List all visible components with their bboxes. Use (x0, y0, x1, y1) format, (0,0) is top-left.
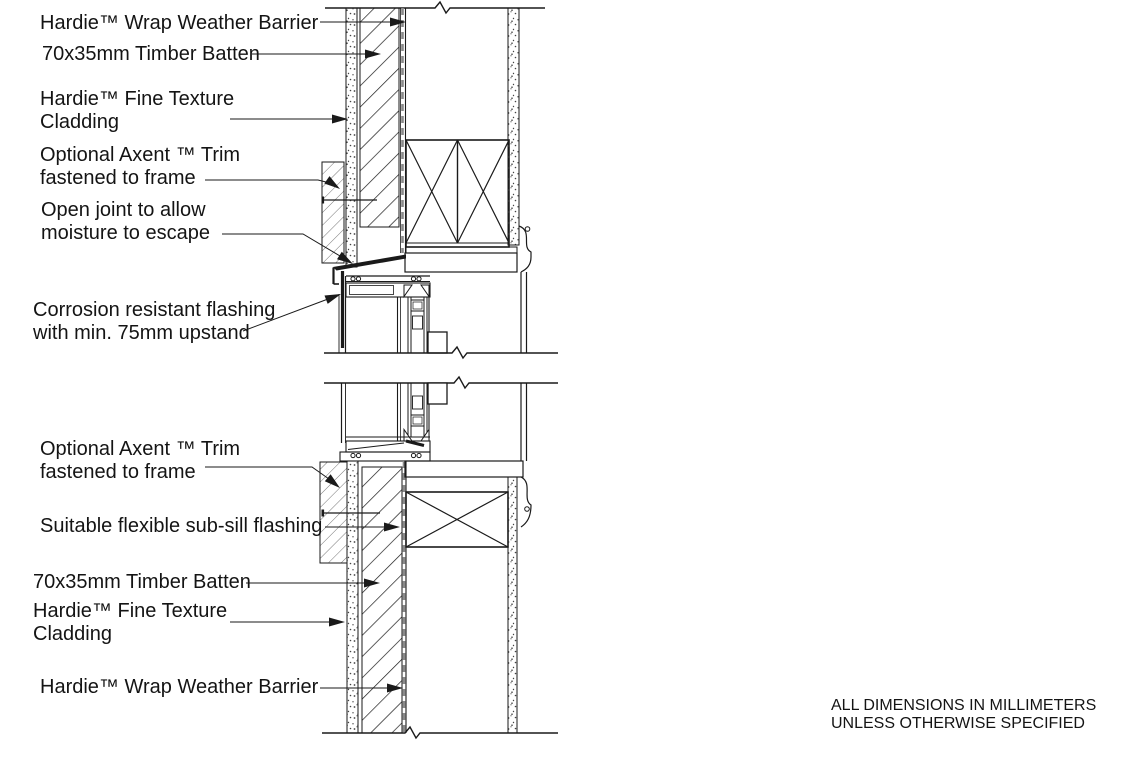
label-axent-trim-bottom: Optional Axent ™ Trim fastened to frame (40, 438, 241, 483)
label-wrap-weather-barrier-bottom: Hardie™ Wrap Weather Barrier (40, 676, 319, 698)
screw-boss (355, 276, 362, 282)
screw-boss (416, 452, 422, 459)
label-sub-sill-flashing: Suitable flexible sub-sill flashing (40, 515, 323, 537)
arrowhead (387, 683, 403, 693)
screw-boss (350, 276, 356, 282)
window-head-frame (338, 275, 431, 353)
head-flashing (332, 254, 406, 348)
glazing-unit (396, 297, 428, 353)
sill-flashing-kick (405, 439, 425, 447)
timber-batten-section (361, 466, 403, 734)
leader-axent-top (205, 179, 329, 183)
architrave-head (518, 225, 532, 353)
internal-lining (507, 7, 520, 246)
glazing-spacer (410, 299, 425, 312)
architrave-sill (520, 383, 532, 528)
glazing-wedge (403, 284, 413, 299)
sill-reveal-board (404, 460, 524, 478)
label-wrap-weather-barrier-top: Hardie™ Wrap Weather Barrier (40, 12, 319, 34)
break-line-head-bottom (324, 345, 558, 360)
label-fine-texture-cladding-top: Hardie™ Fine Texture Cladding (40, 88, 235, 133)
arrowhead (324, 176, 340, 189)
internal-lining (507, 476, 518, 734)
label-timber-batten-bottom: 70x35mm Timber Batten (33, 571, 251, 593)
arrowhead (365, 49, 381, 59)
head-detail-drawing (321, 0, 558, 360)
screw-boss (350, 452, 356, 459)
label-fine-texture-cladding-bottom: Hardie™ Fine Texture Cladding (33, 600, 228, 645)
glazing-wedge (420, 427, 430, 442)
glazing-wedge (420, 284, 430, 299)
arrowhead (332, 114, 348, 124)
leader-axent-bottom (205, 466, 330, 480)
label-axent-trim-top: Optional Axent ™ Trim fastened to frame (40, 144, 241, 189)
reveal-step-block (427, 382, 448, 405)
cladding-panel (346, 460, 359, 734)
leader-corrosion-flashing (242, 298, 329, 332)
arrowhead (390, 17, 406, 27)
arrowhead (324, 294, 341, 304)
head-reveal-board (404, 252, 518, 273)
arrowhead (329, 617, 345, 627)
label-corrosion-flashing: Corrosion resistant flashing with min. 7… (33, 299, 276, 344)
setting-block (412, 315, 423, 330)
arrowhead (324, 474, 340, 488)
label-open-joint: Open joint to allow moisture to escape (41, 199, 210, 244)
arrowhead (337, 251, 353, 264)
head-packer-board (405, 246, 518, 254)
glazing-spacer (410, 414, 425, 427)
sill-detail-drawing (319, 375, 558, 740)
wall-cut-line-bottom (322, 725, 558, 740)
cladding-panel (345, 7, 358, 268)
screw-boss (416, 276, 422, 282)
setting-block (412, 395, 423, 410)
label-timber-batten-top: 70x35mm Timber Batten (42, 43, 260, 65)
screw-boss (355, 452, 362, 459)
timber-batten-section (359, 7, 400, 228)
screw-boss (410, 276, 417, 282)
sill-trimmer-cross-braced (405, 491, 509, 548)
reveal-step-block (427, 331, 448, 354)
wall-cut-line-top (325, 0, 545, 15)
leader-open-joint (222, 233, 341, 257)
axent-trim-block (321, 161, 345, 264)
screw-boss (410, 452, 417, 459)
arrowhead (384, 522, 400, 532)
window-sill-frame (339, 427, 431, 462)
lintel-cross-braced (405, 139, 510, 248)
leader-lines (205, 17, 406, 693)
dimensions-note: ALL DIMENSIONS IN MILLIMETERS UNLESS OTH… (831, 697, 1097, 732)
arrowhead (364, 578, 380, 588)
sub-sill-board (339, 451, 431, 462)
glazing-unit (396, 383, 428, 441)
